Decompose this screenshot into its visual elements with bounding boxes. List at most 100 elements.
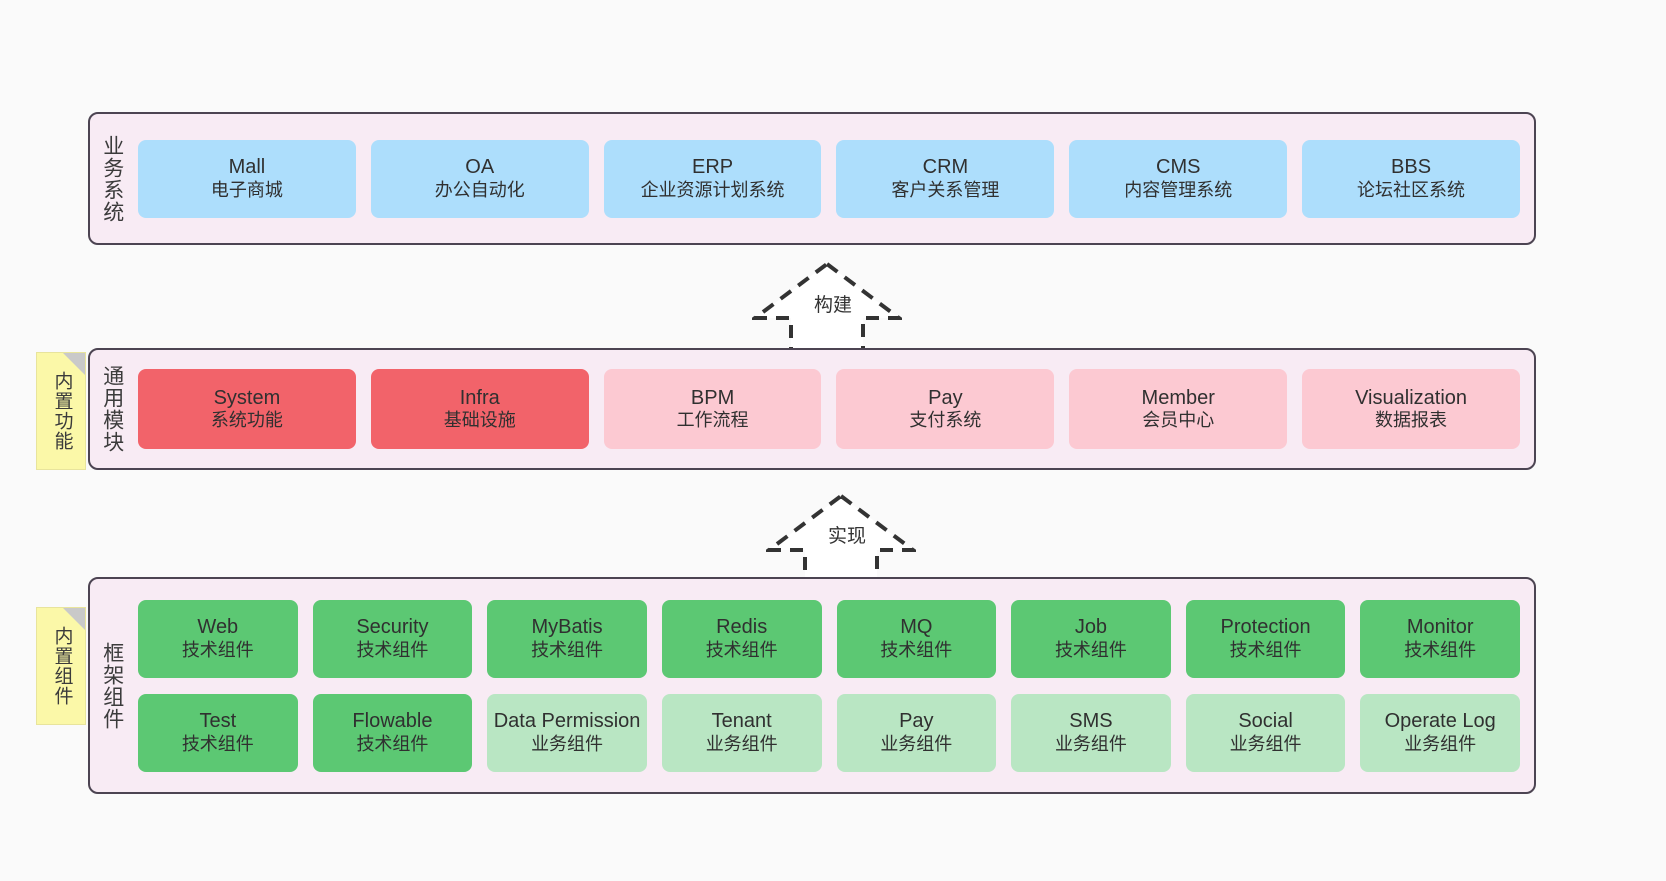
node-title: Web: [197, 616, 239, 639]
node-subtitle: 论坛社区系统: [1357, 179, 1466, 200]
node-title: Test: [199, 710, 237, 733]
node-title: BPM: [690, 386, 735, 409]
node-title: Tenant: [711, 710, 772, 733]
arrow-implement-label: 实现: [828, 526, 867, 547]
node-visualization[interactable]: Visualization 数据报表: [1302, 369, 1520, 449]
node-infra[interactable]: Infra 基础设施: [370, 369, 589, 449]
node-title: Security: [356, 616, 429, 639]
sticky-note-label: 内置功能: [51, 371, 73, 451]
node-title: Infra: [459, 386, 500, 409]
node-job[interactable]: Job 技术组件: [1011, 599, 1171, 678]
node-bpm[interactable]: BPM 工作流程: [603, 369, 822, 449]
layer-business-systems: 业务系统 Mall 电子商城 OA 办公自动化 ERP 企业资源计划系统 CRM…: [88, 112, 1536, 245]
arrow-implement-icon: [766, 493, 916, 584]
node-monitor[interactable]: Monitor 技术组件: [1360, 599, 1520, 678]
node-cms[interactable]: CMS 内容管理系统: [1069, 139, 1288, 218]
node-title: Operate Log: [1384, 710, 1496, 733]
layer-body-common: System 系统功能 Infra 基础设施 BPM 工作流程 Pay 支付系统…: [134, 350, 1534, 468]
node-mybatis[interactable]: MyBatis 技术组件: [487, 599, 647, 678]
node-security[interactable]: Security 技术组件: [312, 599, 473, 678]
layer-label-business: 业务系统: [100, 134, 124, 223]
node-title: ERP: [692, 156, 734, 179]
node-title: MyBatis: [531, 616, 603, 639]
node-data-permission[interactable]: Data Permission 业务组件: [487, 693, 647, 772]
node-title: CRM: [922, 156, 969, 179]
node-protection[interactable]: Protection 技术组件: [1185, 599, 1346, 678]
folded-corner-icon: [63, 353, 85, 375]
node-member[interactable]: Member 会员中心: [1069, 369, 1288, 449]
node-subtitle: 会员中心: [1142, 410, 1215, 431]
node-subtitle: 业务组件: [531, 733, 604, 754]
node-subtitle: 业务组件: [1054, 733, 1127, 754]
node-subtitle: 业务组件: [880, 733, 953, 754]
node-erp[interactable]: ERP 企业资源计划系统: [603, 139, 822, 218]
node-subtitle: 企业资源计划系统: [640, 179, 785, 200]
layer-body-business: Mall 电子商城 OA 办公自动化 ERP 企业资源计划系统 CRM 客户关系…: [134, 114, 1534, 243]
layer-label-framework: 框架组件: [100, 641, 124, 730]
node-title: CMS: [1156, 156, 1201, 179]
layer-label-common: 通用模块: [100, 365, 124, 453]
layer-framework-components: 框架组件 Web 技术组件 Security 技术组件 MyBatis 技术组件…: [88, 577, 1536, 794]
arrow-build-label: 构建: [814, 295, 853, 316]
folded-corner-icon: [63, 608, 85, 630]
cell-row: System 系统功能 Infra 基础设施 BPM 工作流程 Pay 支付系统…: [138, 369, 1520, 449]
node-web[interactable]: Web 技术组件: [138, 599, 298, 678]
node-subtitle: 技术组件: [181, 639, 254, 660]
node-title: Pay: [928, 386, 963, 409]
node-subtitle: 业务组件: [705, 733, 778, 754]
node-subtitle: 业务组件: [1404, 733, 1477, 754]
node-subtitle: 业务组件: [1229, 733, 1302, 754]
node-title: Pay: [899, 710, 934, 733]
node-title: System: [213, 386, 281, 409]
node-subtitle: 技术组件: [356, 733, 429, 754]
node-title: MQ: [900, 616, 933, 639]
node-redis[interactable]: Redis 技术组件: [661, 599, 822, 678]
node-title: OA: [465, 156, 495, 179]
node-social[interactable]: Social 业务组件: [1185, 693, 1346, 772]
node-oa[interactable]: OA 办公自动化: [370, 139, 589, 218]
node-subtitle: 办公自动化: [434, 179, 525, 200]
node-title: Job: [1074, 616, 1108, 639]
node-subtitle: 工作流程: [676, 410, 749, 431]
node-subtitle: 技术组件: [880, 639, 953, 660]
node-crm[interactable]: CRM 客户关系管理: [836, 139, 1055, 218]
node-title: Member: [1141, 386, 1215, 409]
sticky-note-builtin-function: 内置功能: [36, 352, 86, 470]
node-title: SMS: [1069, 710, 1113, 733]
node-title: Visualization: [1355, 386, 1468, 409]
node-title: Protection: [1220, 616, 1311, 639]
node-sms[interactable]: SMS 业务组件: [1011, 693, 1171, 772]
node-subtitle: 客户关系管理: [891, 179, 1000, 200]
node-title: Mall: [228, 156, 266, 179]
node-pay-component[interactable]: Pay 业务组件: [836, 693, 997, 772]
node-test[interactable]: Test 技术组件: [138, 693, 298, 772]
node-operate-log[interactable]: Operate Log 业务组件: [1360, 693, 1520, 772]
node-subtitle: 技术组件: [1229, 639, 1302, 660]
cell-row: Test 技术组件 Flowable 技术组件 Data Permission …: [138, 693, 1520, 772]
node-title: Flowable: [352, 710, 433, 733]
node-flowable[interactable]: Flowable 技术组件: [312, 693, 473, 772]
sticky-note-builtin-component: 内置组件: [36, 607, 86, 725]
node-subtitle: 技术组件: [531, 639, 604, 660]
node-subtitle: 技术组件: [181, 733, 254, 754]
node-bbs[interactable]: BBS 论坛社区系统: [1302, 139, 1520, 218]
node-subtitle: 技术组件: [705, 639, 778, 660]
node-tenant[interactable]: Tenant 业务组件: [661, 693, 822, 772]
node-mq[interactable]: MQ 技术组件: [836, 599, 997, 678]
layer-body-framework: Web 技术组件 Security 技术组件 MyBatis 技术组件 Redi…: [134, 579, 1534, 792]
node-subtitle: 技术组件: [1404, 639, 1477, 660]
node-subtitle: 内容管理系统: [1124, 179, 1233, 200]
sticky-note-label: 内置组件: [51, 626, 73, 706]
node-mall[interactable]: Mall 电子商城: [138, 139, 356, 218]
node-subtitle: 基础设施: [443, 410, 516, 431]
node-subtitle: 支付系统: [909, 410, 982, 431]
node-subtitle: 数据报表: [1375, 410, 1448, 431]
node-pay[interactable]: Pay 支付系统: [836, 369, 1055, 449]
node-title: Social: [1238, 710, 1293, 733]
node-subtitle: 技术组件: [356, 639, 429, 660]
node-subtitle: 电子商城: [210, 179, 283, 200]
node-system[interactable]: System 系统功能: [138, 369, 356, 449]
cell-row: Web 技术组件 Security 技术组件 MyBatis 技术组件 Redi…: [138, 599, 1520, 678]
node-subtitle: 系统功能: [210, 410, 283, 431]
